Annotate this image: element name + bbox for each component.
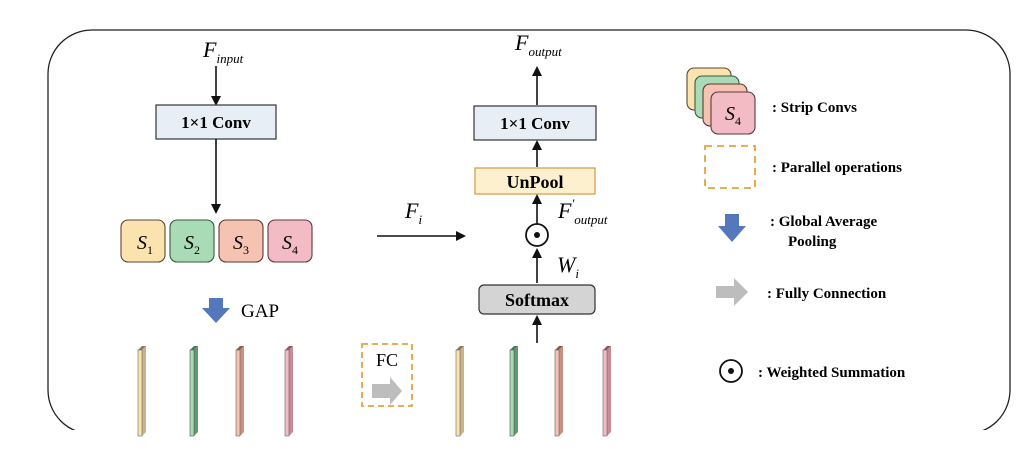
right-bar-1-top (456, 346, 464, 350)
strip-s2 (169, 219, 215, 263)
fprime-output-label: F'output (557, 196, 608, 227)
legend: S4 : Strip Convs : Parallel operations :… (686, 67, 906, 383)
right-conv-box (473, 105, 597, 141)
weighted-summation-dot (534, 232, 540, 238)
legend-gap-arrow-icon (718, 214, 746, 242)
softmax-box (478, 284, 596, 315)
left-conv-box (155, 104, 277, 140)
legend-fc-arrow-icon (716, 278, 748, 306)
right-bars-group (455, 346, 611, 437)
left-bar-2-side (194, 346, 198, 436)
fc-label: FC (376, 350, 398, 370)
legend-fc-label: : Fully Connection (767, 286, 887, 302)
legend-strip-symbol-label: S4 (725, 103, 741, 128)
strip-convs-group: S1 S2 S3 S4 (120, 219, 313, 263)
frame-bottom-mask (48, 430, 1010, 466)
right-bar-2-top (510, 346, 518, 350)
right-bar-3-top (555, 346, 563, 350)
right-bar-4-top (603, 346, 611, 350)
legend-gap-label-line2: Pooling (788, 234, 837, 250)
left-bar-1-top (138, 346, 146, 350)
left-bar-4-top (285, 346, 293, 350)
left-bar-2 (189, 349, 195, 437)
right-bar-3 (554, 349, 560, 437)
input-label: Finput (202, 37, 244, 66)
left-bar-4-side (289, 346, 293, 436)
fi-label: Fi (404, 198, 422, 227)
right-bar-4-side (607, 346, 611, 436)
unpool-label: UnPool (506, 172, 563, 192)
strip-s3 (218, 219, 264, 263)
legend-parallel-label: : Parallel operations (772, 160, 902, 176)
strip-s1 (120, 219, 166, 263)
output-label: Foutput (514, 30, 562, 59)
left-bar-3-side (240, 346, 244, 436)
strip-s4-label: S4 (282, 232, 298, 257)
left-bar-1-side (142, 346, 146, 436)
left-bar-3 (235, 349, 241, 437)
left-conv-label: 1×1 Conv (181, 113, 251, 132)
left-bar-4 (284, 349, 290, 437)
left-bar-1 (137, 349, 143, 437)
right-bar-2-side (514, 346, 518, 436)
strip-s1-label: S1 (137, 232, 153, 257)
right-bar-1-side (460, 346, 464, 436)
softmax-label: Softmax (505, 290, 569, 310)
left-bars-group (137, 346, 293, 437)
strip-s2-label: S2 (184, 232, 200, 257)
legend-strip-layer-4 (710, 91, 756, 135)
strip-s4 (267, 219, 313, 263)
left-bar-3-top (236, 346, 244, 350)
right-conv-label: 1×1 Conv (500, 114, 570, 133)
right-bar-4 (602, 349, 608, 437)
gap-down-arrow-icon (202, 298, 230, 323)
legend-weighted-label: : Weighted Summation (758, 365, 906, 381)
right-bar-3-side (559, 346, 563, 436)
legend-weighted-sum-dot (728, 368, 734, 374)
legend-gap-label-line1: : Global Average (770, 214, 878, 230)
gap-label: GAP (241, 301, 279, 322)
fc-right-arrow-icon (372, 377, 402, 405)
legend-parallel-dashed-box (704, 145, 756, 189)
fc-dashed-box (361, 343, 413, 407)
right-bar-1 (455, 349, 461, 437)
right-bar-2 (509, 349, 515, 437)
wi-label: Wi (557, 252, 579, 281)
legend-strip-label: : Strip Convs (772, 100, 857, 116)
strip-s3-label: S3 (233, 232, 249, 257)
left-bar-2-top (190, 346, 198, 350)
